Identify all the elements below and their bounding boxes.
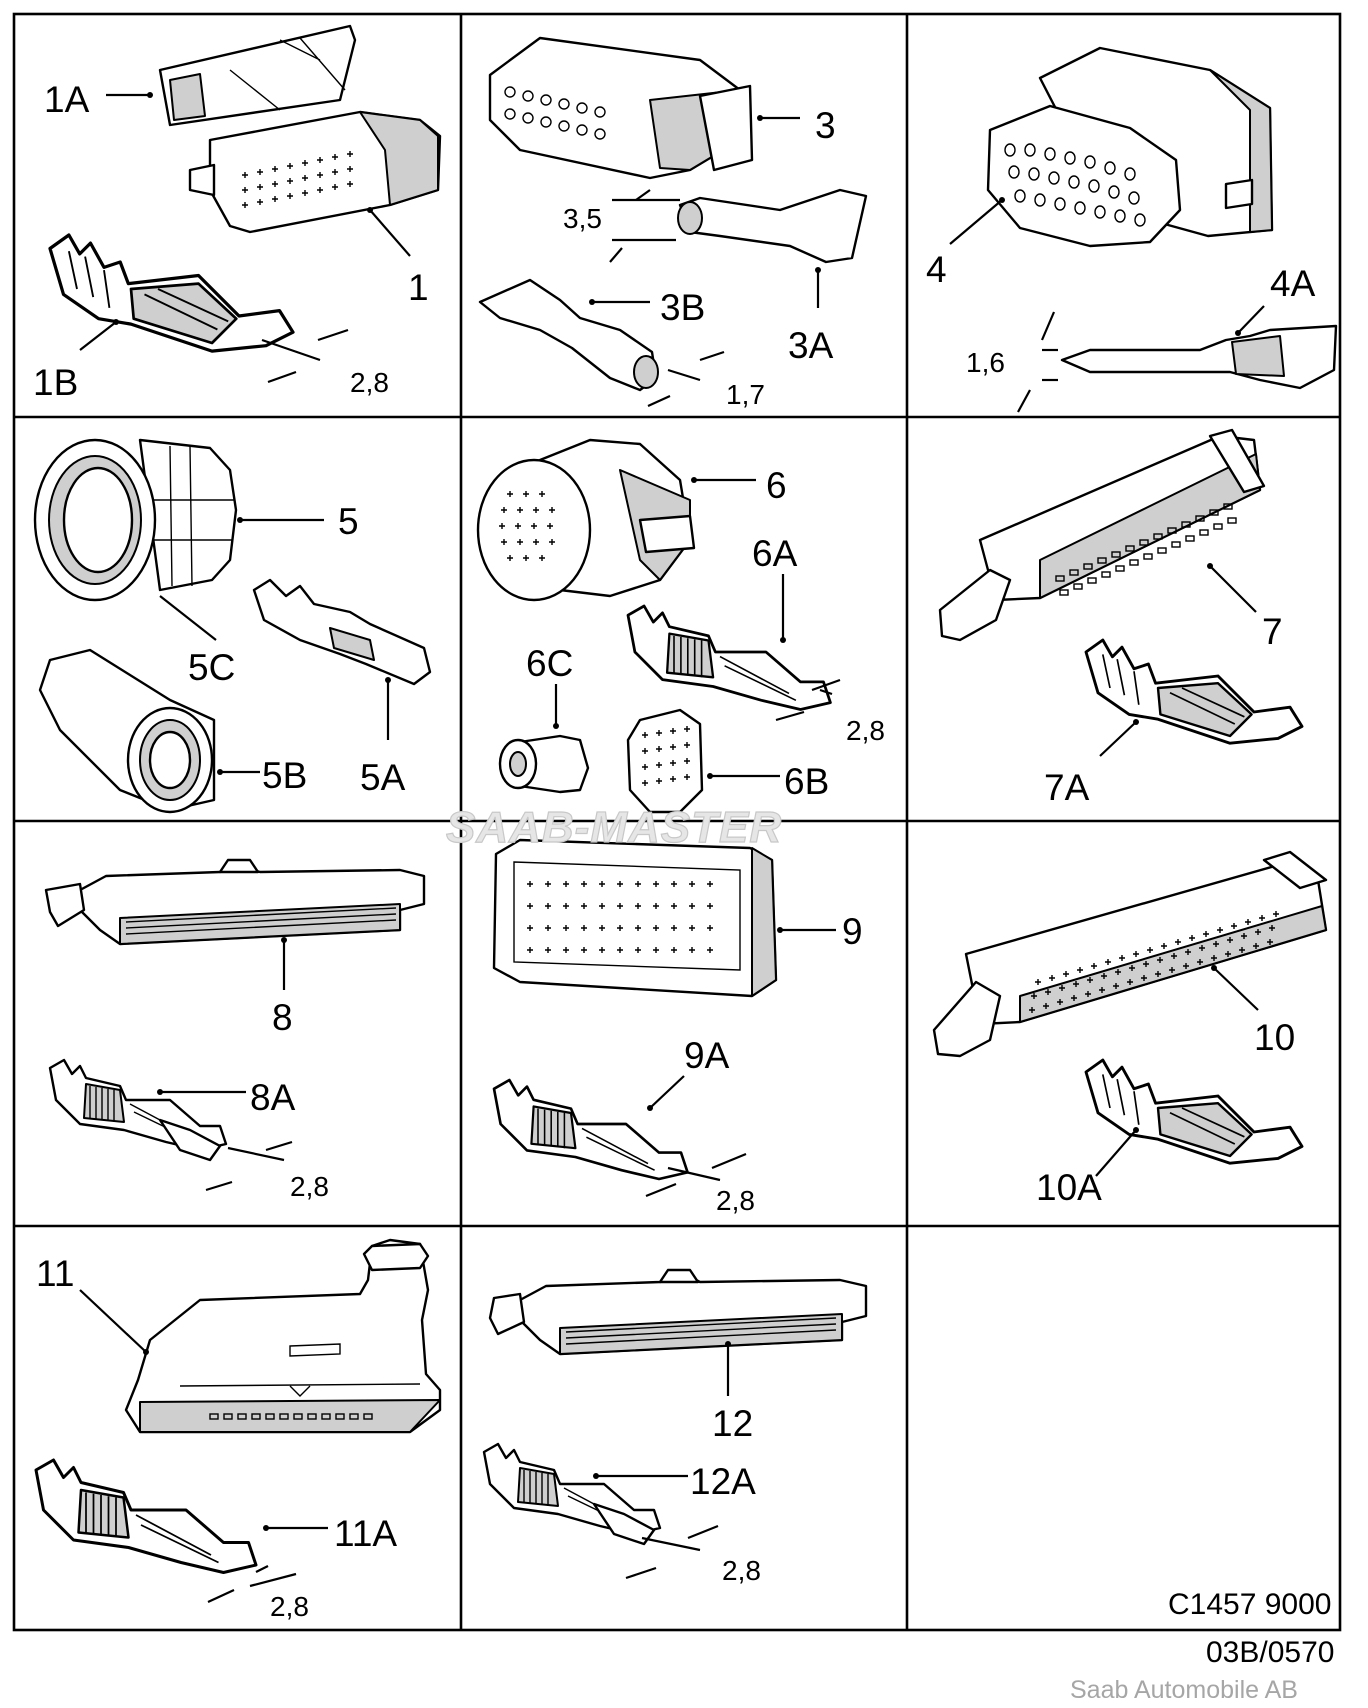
seal-plug-6c — [498, 734, 590, 794]
connector-housing-3 — [488, 36, 754, 180]
panel-10: 11 11A 2,8 — [34, 1238, 442, 1622]
leader-lines-p10 — [79, 1289, 328, 1603]
label-1a: 1A — [44, 79, 90, 120]
leader-lines-p6 — [1099, 563, 1257, 757]
label-3a: 3A — [788, 325, 834, 366]
label-6: 6 — [766, 465, 787, 506]
label-8: 8 — [272, 997, 293, 1038]
panel-11: 12 12A 2,8 — [482, 1268, 868, 1586]
terminal-1b — [48, 233, 295, 353]
leader-lines-p3 — [949, 197, 1265, 413]
copyright-text: Saab Automobile AB — [1070, 1676, 1298, 1704]
label-3: 3 — [815, 105, 836, 146]
connector-cover-1a — [158, 24, 357, 127]
panel-grid — [12, 12, 1342, 1632]
label-3b: 3B — [660, 287, 705, 328]
dim-3-5: 3,5 — [563, 203, 602, 234]
leader-lines-p5 — [553, 477, 841, 779]
leader-lines-p8 — [645, 927, 836, 1198]
label-4: 4 — [926, 249, 947, 290]
leader-lines-p9 — [1095, 965, 1259, 1177]
terminal-3a — [677, 188, 868, 264]
label-7a: 7A — [1044, 767, 1090, 808]
terminal-7a — [1084, 638, 1304, 745]
panel-2: 3 3,5 3B 3A 1,7 — [478, 36, 868, 410]
connector-housing-4 — [986, 46, 1274, 248]
watermark-text: SAAB-MASTER — [446, 803, 782, 852]
leader-lines-p11 — [593, 1341, 731, 1580]
leader-lines-p7 — [157, 937, 293, 1192]
panel-5: 6 6A 6C 2,8 6B — [476, 438, 885, 814]
connector-housing-11 — [124, 1238, 442, 1434]
panel-8: 9 9A 2,8 — [492, 838, 863, 1216]
terminal-12a — [482, 1442, 662, 1546]
label-5: 5 — [338, 501, 359, 542]
label-6a: 6A — [752, 533, 798, 574]
label-7: 7 — [1262, 611, 1283, 652]
panel-1: 1A 1 1B 2,8 — [33, 24, 442, 403]
terminal-6a — [626, 604, 832, 711]
leader-lines-p4 — [159, 517, 391, 775]
seal-mat-6b — [626, 708, 704, 814]
label-5c: 5C — [188, 647, 235, 688]
dim-p8: 2,8 — [716, 1185, 755, 1216]
long-connector-12 — [488, 1268, 868, 1356]
dim-p1: 2,8 — [350, 367, 389, 398]
panel-9: 10 10A — [932, 850, 1328, 1208]
leader-lines-p2 — [589, 115, 821, 408]
label-5b: 5B — [262, 755, 307, 796]
round-connector-6 — [476, 438, 696, 602]
label-6c: 6C — [526, 643, 573, 684]
dim-p10: 2,8 — [270, 1591, 309, 1622]
label-9a: 9A — [684, 1035, 730, 1076]
strip-connector-10 — [932, 850, 1328, 1058]
panel-3: 4 4A 1,6 — [926, 46, 1338, 413]
terminal-3b — [478, 278, 659, 392]
label-10: 10 — [1254, 1017, 1295, 1058]
panel-4: 5 5C 5B 5A — [33, 438, 432, 814]
label-9: 9 — [842, 911, 863, 952]
panel-7: 8 8A 2,8 — [44, 858, 426, 1202]
connector-housing-9 — [492, 838, 778, 998]
dim-1-7: 1,7 — [726, 379, 765, 410]
label-12: 12 — [712, 1403, 753, 1444]
long-connector-8 — [44, 858, 426, 946]
terminal-10a — [1084, 1058, 1304, 1165]
terminal-8a — [48, 1058, 228, 1162]
dim-p7: 2,8 — [290, 1171, 329, 1202]
label-6b: 6B — [784, 761, 829, 802]
label-1: 1 — [408, 267, 429, 308]
terminal-9a — [492, 1078, 689, 1181]
figure-number: C1457 9000 — [1168, 1588, 1331, 1621]
label-8a: 8A — [250, 1077, 296, 1118]
connector-housing-1 — [188, 110, 442, 234]
dim-p5: 2,8 — [846, 715, 885, 746]
boot-5b — [38, 648, 216, 814]
label-5a: 5A — [360, 757, 406, 798]
label-11: 11 — [36, 1253, 74, 1294]
label-12a: 12A — [690, 1461, 756, 1502]
panel-6: 7 7A — [938, 428, 1304, 808]
terminal-5a — [252, 578, 432, 686]
pin-terminal-4a — [1060, 324, 1338, 390]
connector-ring-5 — [33, 438, 238, 602]
terminal-11a — [34, 1458, 258, 1574]
label-10a: 10A — [1036, 1167, 1102, 1208]
dim-1-6: 1,6 — [966, 347, 1005, 378]
label-11a: 11A — [334, 1513, 397, 1554]
dim-p11: 2,8 — [722, 1555, 761, 1586]
leader-lines-p1 — [79, 92, 411, 384]
label-4a: 4A — [1270, 263, 1316, 304]
strip-connector-7 — [938, 428, 1266, 642]
label-1b: 1B — [33, 362, 78, 403]
doc-reference: 03B/0570 — [1206, 1636, 1334, 1669]
